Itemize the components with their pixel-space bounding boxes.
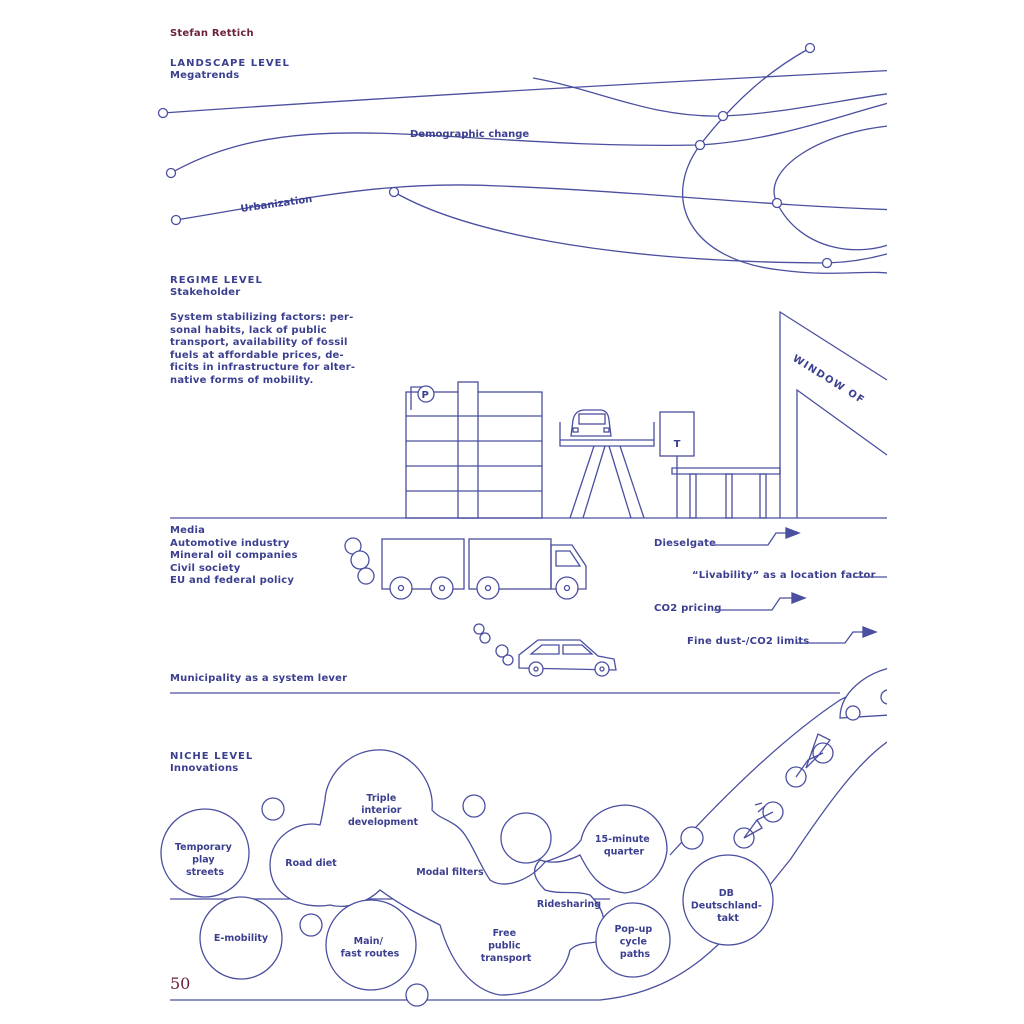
central-cluster (269, 749, 668, 996)
author-name: Stefan Rettich (170, 28, 254, 39)
stakeholder-item: Civil society (170, 562, 241, 574)
pressure-label-fine-dust: Fine dust-/CO2 limits (687, 636, 810, 647)
bubble (682, 854, 774, 946)
taxi-stand (659, 411, 781, 519)
arrow-head-icon (785, 527, 801, 539)
regime-description-line: System stabilizing factors: per- (170, 312, 354, 323)
arrow-head-icon (862, 626, 878, 638)
bubble-temporary-play-streets: Temporary play streets (175, 842, 235, 878)
taxi-sign-icon: T (674, 439, 681, 450)
trend-line (170, 102, 887, 174)
regime-title: REGIME LEVEL (170, 275, 263, 286)
trend-node (771, 197, 783, 209)
landscape-subtitle: Megatrends (170, 70, 240, 81)
pressure-label-dieselgate: Dieselgate (654, 538, 717, 549)
regime-subtitle: Stakeholder (170, 287, 241, 298)
parking-garage (405, 381, 543, 519)
bubble (500, 812, 552, 864)
bubble-pop-up-cycle-paths: Pop-up cycle paths (614, 924, 655, 960)
bubble (299, 913, 323, 937)
window-sign: WINDOW OF (790, 353, 866, 406)
regime-description-line: transport, availability of fossil (170, 337, 348, 348)
trend-line (393, 191, 887, 264)
bubble-labels: Temporary play streets E-mobility Road d… (175, 793, 765, 964)
bubble-ridesharing: Ridesharing (537, 899, 601, 910)
cargo-bike-icon (785, 733, 834, 788)
parking-sign-icon: P (422, 390, 429, 401)
trend-node (388, 186, 400, 198)
arrow-icon (796, 631, 863, 644)
regime-description-line: sonal habits, lack of public (170, 324, 327, 336)
stakeholder-item: EU and federal policy (170, 575, 295, 586)
trend-line (682, 47, 887, 274)
stakeholder-item: Media (170, 525, 206, 536)
arrow-icon (710, 532, 786, 546)
trend-line (773, 125, 887, 251)
landscape-trend-lines (162, 47, 887, 274)
trend-node (717, 110, 729, 122)
regime-description-line: fuels at affordable prices, de- (170, 349, 344, 361)
bubble (199, 896, 283, 980)
window-of-opportunity (779, 310, 888, 518)
pressure-arrows (710, 527, 887, 644)
trend-line (532, 77, 887, 117)
bubble-triple-interior-development: Triple interior development (348, 793, 419, 828)
bubble (595, 902, 671, 978)
regime-description-line: ficits in infrastructure for alter- (170, 362, 356, 373)
page-number: 50 (170, 974, 191, 993)
trend-node (157, 107, 169, 119)
pressure-label-co2-pricing: CO2 pricing (654, 603, 722, 614)
arrow-head-icon (791, 592, 807, 604)
trend-node (821, 257, 833, 269)
car-icon (473, 623, 617, 677)
stakeholder-item: Automotive industry (170, 537, 290, 549)
niche-title: NICHE LEVEL (170, 751, 254, 762)
bubble-modal-filters: Modal filters (416, 867, 484, 878)
trend-node (170, 214, 182, 226)
bubble-db-deutschlandtakt: DB Deutschland- takt (691, 888, 765, 924)
bubble-free-public-transport: Free public transport (481, 928, 532, 964)
bubble (261, 797, 285, 821)
trend-label-urbanization: Urbanization (240, 194, 313, 215)
pressure-label-livability: “Livability” as a location factor (692, 570, 876, 581)
bubble-15-minute-quarter: 15-minute quarter (595, 834, 653, 858)
truck-icon (344, 537, 587, 600)
trend-nodes (157, 42, 833, 269)
bubble (680, 826, 704, 850)
bubble-e-mobility: E-mobility (214, 933, 269, 944)
stakeholder-item: Mineral oil companies (170, 550, 298, 561)
car-lift (559, 409, 655, 519)
bubble (462, 794, 486, 818)
regime-description-line: native forms of mobility. (170, 374, 314, 386)
bubble (325, 899, 417, 991)
landscape-title: LANDSCAPE LEVEL (170, 58, 290, 69)
trend-node (694, 139, 706, 151)
arrow-icon (714, 597, 792, 611)
bubble (405, 983, 429, 1007)
trend-node (804, 42, 816, 54)
niche-subtitle: Innovations (170, 763, 239, 774)
system-lever-label: Municipality as a system lever (170, 673, 348, 684)
niche-bubbles (160, 749, 774, 1007)
bubble (160, 808, 250, 898)
trend-node (165, 167, 177, 179)
trend-label-demographic: Demographic change (410, 129, 529, 140)
bubble-main-fast-routes: Main/ fast routes (341, 936, 400, 960)
car-on-road-icon (839, 668, 887, 721)
trend-line (162, 70, 887, 114)
bicycle-icon (733, 801, 784, 849)
bubble-road-diet: Road diet (285, 858, 337, 869)
